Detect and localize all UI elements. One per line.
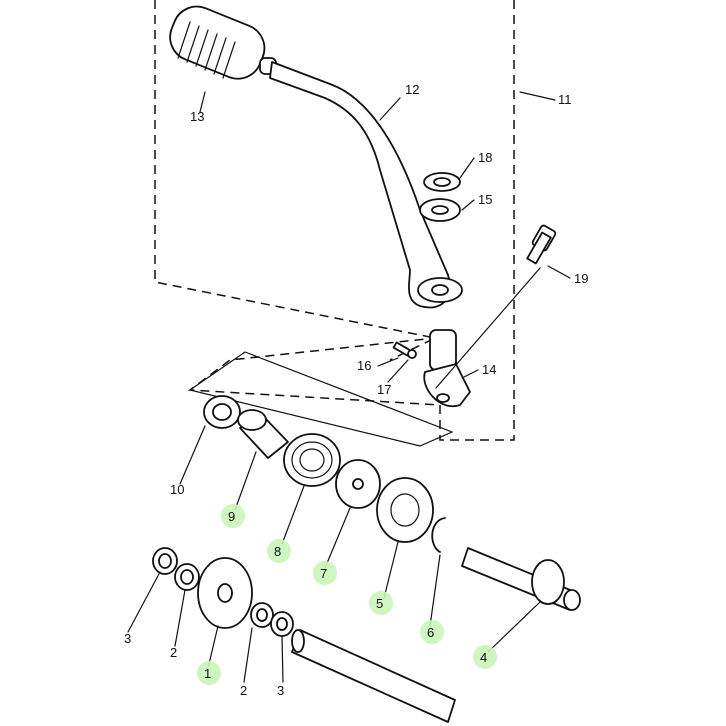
highlight-9 — [221, 504, 245, 528]
callout-labels: 1 2 2 3 3 4 5 6 7 8 9 10 11 12 13 14 15 … — [124, 82, 588, 698]
part-17-ball — [407, 349, 417, 359]
part-4-shaft — [461, 547, 581, 611]
label-8: 8 — [274, 544, 281, 559]
part-15-washer — [419, 198, 461, 222]
label-4: 4 — [480, 650, 487, 665]
part-7-washer — [335, 459, 381, 509]
label-7: 7 — [320, 566, 327, 581]
highlight-6 — [420, 620, 444, 644]
label-3b: 3 — [277, 683, 284, 698]
label-18: 18 — [478, 150, 492, 165]
label-14: 14 — [482, 362, 496, 377]
label-9: 9 — [228, 509, 235, 524]
label-3a: 3 — [124, 631, 131, 646]
highlight-4 — [473, 645, 497, 669]
highlight-7 — [313, 561, 337, 585]
label-1: 1 — [204, 666, 211, 681]
part-8-spring — [283, 433, 341, 487]
part-12-kick-arm — [269, 61, 463, 309]
assembly-boundary-lower — [188, 351, 454, 447]
part-18-clip — [423, 172, 461, 192]
label-2b: 2 — [240, 683, 247, 698]
label-2a: 2 — [170, 645, 177, 660]
assembly-boundary-11 — [154, 0, 515, 441]
highlight-8 — [267, 539, 291, 563]
label-10: 10 — [170, 482, 184, 497]
part-2-washer-b — [250, 602, 274, 628]
lower-shaft — [291, 629, 456, 723]
label-6: 6 — [427, 625, 434, 640]
part-14-boss — [423, 329, 471, 408]
label-17: 17 — [377, 382, 391, 397]
part-2-washer-a — [174, 563, 200, 591]
highlight-5 — [369, 591, 393, 615]
label-19: 19 — [574, 271, 588, 286]
label-13: 13 — [190, 109, 204, 124]
part-13-grip — [169, 5, 277, 80]
highlight-1 — [197, 661, 221, 685]
label-12: 12 — [405, 82, 419, 97]
label-5: 5 — [376, 596, 383, 611]
part-10-seal — [203, 395, 241, 429]
part-6-clip — [431, 517, 446, 553]
part-19-bolt — [526, 224, 557, 265]
label-16: 16 — [357, 358, 371, 373]
label-15: 15 — [478, 192, 492, 207]
part-3-washer-a — [152, 547, 178, 575]
part-3-washer-b — [270, 611, 294, 637]
part-9-bushing — [237, 409, 289, 459]
leader-lines — [127, 91, 571, 683]
label-11: 11 — [558, 92, 572, 107]
part-1-gear — [197, 557, 253, 629]
part-5-ratchet — [376, 477, 434, 543]
